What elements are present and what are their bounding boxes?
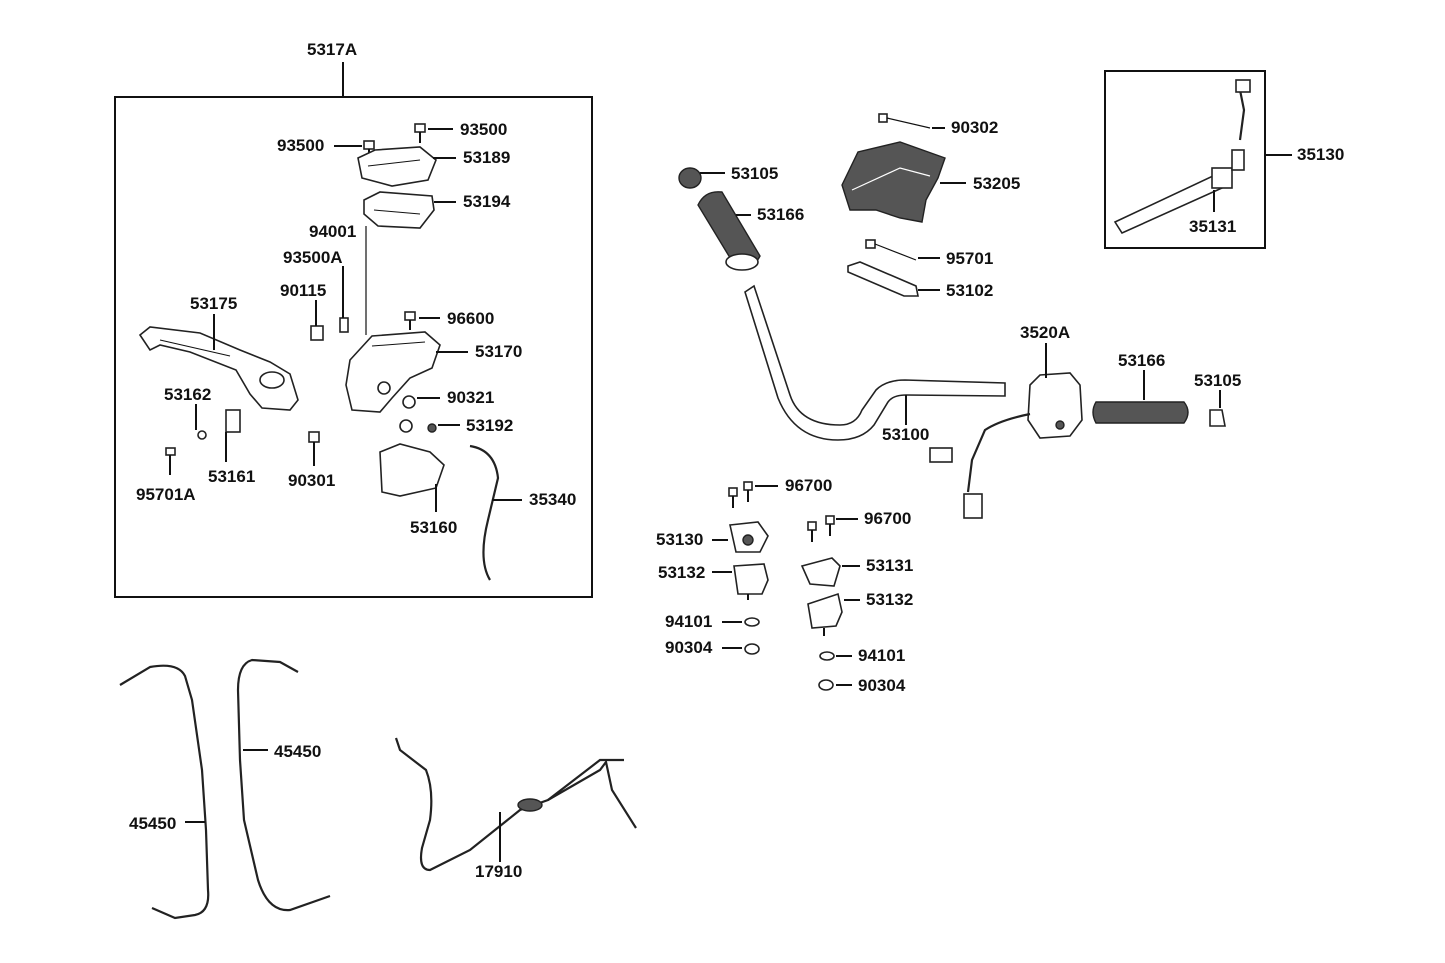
label-94001: 94001 bbox=[309, 222, 356, 241]
label-53105-right: 53105 bbox=[1194, 371, 1241, 390]
bolt-90321 bbox=[402, 395, 440, 409]
washer-94101-right bbox=[819, 651, 852, 661]
label-94101-left: 94101 bbox=[665, 612, 712, 631]
label-17910: 17910 bbox=[475, 862, 522, 881]
label-53130: 53130 bbox=[656, 530, 703, 549]
label-95701A: 95701A bbox=[136, 485, 196, 504]
label-93500-right: 93500 bbox=[460, 120, 507, 139]
screw-90302 bbox=[878, 113, 945, 129]
label-53132-right: 53132 bbox=[866, 590, 913, 609]
bolt-96700-right bbox=[807, 515, 858, 542]
throttle-housing-53160 bbox=[379, 443, 445, 512]
washer-94101-left bbox=[722, 617, 760, 627]
label-35131: 35131 bbox=[1189, 217, 1236, 236]
label-53175: 53175 bbox=[190, 294, 237, 313]
label-53132-left: 53132 bbox=[658, 563, 705, 582]
switch-3520A bbox=[929, 343, 1083, 519]
handlebar-cover-53205 bbox=[841, 141, 966, 223]
label-53102: 53102 bbox=[946, 281, 993, 300]
switch-53161 bbox=[225, 409, 241, 462]
label-53160: 53160 bbox=[410, 518, 457, 537]
riser-clamp-53131 bbox=[800, 557, 860, 587]
master-cylinder-53170 bbox=[345, 331, 468, 413]
label-94101-right: 94101 bbox=[858, 646, 905, 665]
label-45450-right: 45450 bbox=[274, 742, 321, 761]
label-45450-left: 45450 bbox=[129, 814, 176, 833]
label-53166-right: 53166 bbox=[1118, 351, 1165, 370]
cable-45450-left bbox=[119, 664, 210, 920]
nut-90304-right bbox=[818, 679, 852, 691]
label-53131: 53131 bbox=[866, 556, 913, 575]
grip-53166-right bbox=[1092, 370, 1189, 424]
label-5317A: 5317A bbox=[307, 40, 357, 59]
riser-53132-right bbox=[807, 592, 860, 636]
pin-53162 bbox=[197, 430, 207, 440]
label-53192: 53192 bbox=[466, 416, 513, 435]
bolt-96700-left bbox=[728, 481, 778, 508]
diaphragm-53194 bbox=[363, 191, 456, 229]
label-53205: 53205 bbox=[973, 174, 1020, 193]
brake-lever-53175 bbox=[138, 314, 299, 411]
label-53162: 53162 bbox=[164, 385, 211, 404]
label-90302: 90302 bbox=[951, 118, 998, 137]
washer-53192 bbox=[399, 419, 460, 433]
group-35130 bbox=[1104, 70, 1292, 249]
label-53189: 53189 bbox=[463, 148, 510, 167]
label-96700-left: 96700 bbox=[785, 476, 832, 495]
label-53105-left: 53105 bbox=[731, 164, 778, 183]
cable-35340 bbox=[469, 444, 522, 581]
label-53100: 53100 bbox=[882, 425, 929, 444]
cable-17910 bbox=[394, 737, 637, 872]
pivot-bolt-90115 bbox=[310, 300, 324, 341]
label-53161: 53161 bbox=[208, 467, 255, 486]
grip-53166-left bbox=[697, 191, 761, 271]
label-53166-left: 53166 bbox=[757, 205, 804, 224]
label-96600: 96600 bbox=[447, 309, 494, 328]
label-96700-right: 96700 bbox=[864, 509, 911, 528]
label-35130: 35130 bbox=[1297, 145, 1344, 164]
label-3520A: 3520A bbox=[1020, 323, 1070, 342]
nut-90304-left bbox=[722, 643, 760, 655]
group-5317A: 5317A bbox=[114, 40, 593, 598]
label-93500A: 93500A bbox=[283, 248, 343, 267]
bar-end-53105-left bbox=[678, 167, 725, 189]
label-90115: 90115 bbox=[280, 281, 326, 300]
label-90321: 90321 bbox=[447, 388, 494, 407]
screw-96600 bbox=[404, 311, 440, 330]
label-35340: 35340 bbox=[529, 490, 576, 509]
handlebar-53100 bbox=[744, 284, 1006, 441]
label-53194: 53194 bbox=[463, 192, 511, 211]
label-53170: 53170 bbox=[475, 342, 522, 361]
nut-90301 bbox=[308, 431, 320, 466]
bar-end-53105-right bbox=[1209, 390, 1226, 427]
riser-53132-left bbox=[712, 563, 769, 600]
screw-93500-right bbox=[414, 123, 453, 143]
bolt-93500A bbox=[339, 266, 349, 333]
label-95701: 95701 bbox=[946, 249, 993, 268]
screw-95701 bbox=[865, 239, 940, 261]
label-93500-left: 93500 bbox=[277, 136, 324, 155]
riser-clamp-53130 bbox=[712, 521, 769, 553]
bracket-53102 bbox=[847, 261, 940, 297]
reservoir-cover-53189 bbox=[357, 146, 456, 187]
label-90304-right: 90304 bbox=[858, 676, 906, 695]
cable-45450-right bbox=[236, 658, 331, 912]
label-90304-left: 90304 bbox=[665, 638, 713, 657]
label-90301: 90301 bbox=[288, 471, 335, 490]
screw-95701A bbox=[165, 447, 176, 475]
